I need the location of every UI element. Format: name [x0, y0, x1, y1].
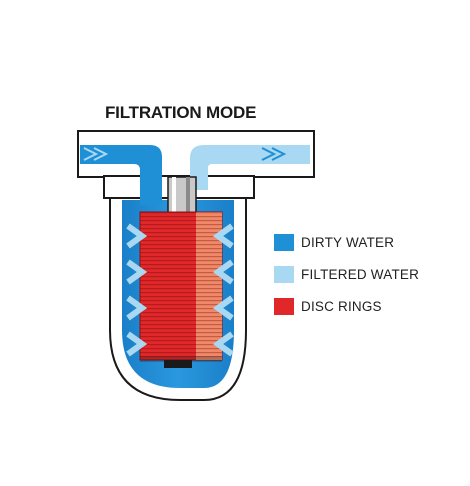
legend-item-dirty-water: DIRTY WATER: [274, 232, 419, 252]
diagram-title: FILTRATION MODE: [105, 103, 257, 122]
legend-label: DIRTY WATER: [301, 234, 395, 250]
disc-ring-stack: [139, 211, 223, 368]
legend-swatch-filtered-water: [274, 265, 294, 283]
legend-swatch-disc-rings: [274, 297, 294, 315]
legend-item-disc-rings: DISC RINGS: [274, 296, 419, 316]
legend-swatch-dirty-water: [274, 233, 294, 251]
legend-label: DISC RINGS: [301, 298, 382, 314]
dirty-water-inlet: [80, 145, 162, 205]
inlet-arrow-icon: [83, 147, 109, 161]
legend-item-filtered-water: FILTERED WATER: [274, 264, 419, 284]
outlet-arrow-icon: [261, 147, 287, 161]
core-tube: [167, 176, 197, 214]
legend-label: FILTERED WATER: [301, 266, 420, 282]
flow-arrow-icon: [126, 223, 234, 357]
legend: DIRTY WATER FILTERED WATER DISC RINGS: [274, 232, 419, 328]
